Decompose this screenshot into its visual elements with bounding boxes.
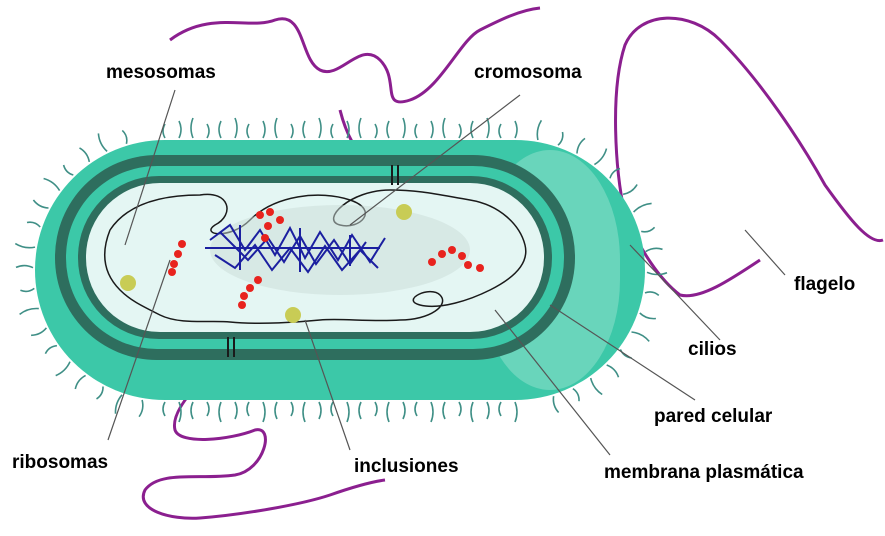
pilus xyxy=(620,349,631,358)
pilus xyxy=(319,118,321,138)
pilus xyxy=(623,185,637,195)
pilus xyxy=(471,121,473,138)
pilus xyxy=(191,402,193,419)
pilus xyxy=(98,133,107,151)
pilus xyxy=(179,121,181,138)
pilus xyxy=(632,332,650,341)
label-cilios: cilios xyxy=(688,339,737,360)
pilus xyxy=(163,402,165,416)
pilus xyxy=(16,266,33,268)
pilus xyxy=(499,124,501,138)
pilus xyxy=(207,402,209,416)
pilus xyxy=(97,387,104,399)
pilus xyxy=(641,227,654,232)
pilus xyxy=(20,288,34,291)
pilus xyxy=(235,402,237,419)
pilus xyxy=(415,402,417,416)
pilus xyxy=(499,402,501,416)
pilus xyxy=(275,402,277,419)
label-ribosomas: ribosomas xyxy=(12,452,108,473)
pilus xyxy=(303,402,305,422)
pilus xyxy=(219,121,221,138)
pilus xyxy=(33,200,48,208)
pilus xyxy=(387,121,389,138)
pilus xyxy=(359,118,361,138)
pilus xyxy=(31,328,46,335)
flagellum-right xyxy=(616,18,883,241)
pilus xyxy=(558,132,563,145)
pilus xyxy=(443,118,445,138)
pilus xyxy=(75,375,85,389)
pilus xyxy=(594,149,606,165)
pilus xyxy=(459,124,461,138)
flagellum-top xyxy=(170,8,540,102)
pilus xyxy=(431,402,433,422)
pilus xyxy=(20,308,39,314)
pilus xyxy=(415,124,417,138)
pilus xyxy=(115,395,122,414)
pilus xyxy=(515,121,517,138)
label-pared-celular: pared celular xyxy=(654,406,773,427)
pilus xyxy=(275,118,277,138)
pilus xyxy=(487,118,489,138)
pilus xyxy=(331,402,333,416)
pilus xyxy=(431,121,433,138)
pilus xyxy=(263,121,265,138)
label-flagelo: flagelo xyxy=(794,274,855,295)
pilus xyxy=(537,120,541,140)
pilus xyxy=(403,118,405,138)
pilus xyxy=(122,130,127,143)
pilus xyxy=(80,148,90,162)
pilus xyxy=(577,138,585,153)
pilus xyxy=(645,292,659,295)
pilus xyxy=(331,124,333,138)
pilus xyxy=(15,244,35,248)
pilus xyxy=(139,400,143,417)
label-cromosoma: cromosoma xyxy=(474,62,582,83)
pilus xyxy=(235,118,237,138)
pilus xyxy=(459,402,461,416)
pilus xyxy=(591,378,603,394)
flagellum-right-lower xyxy=(625,215,760,296)
pilus xyxy=(319,402,321,419)
pilus xyxy=(44,179,60,191)
pilus xyxy=(207,124,209,138)
pilus xyxy=(573,389,579,402)
pilus xyxy=(219,402,221,422)
pilus xyxy=(553,396,558,412)
pilus xyxy=(443,402,445,419)
pilus xyxy=(347,402,349,422)
pilus xyxy=(487,402,489,419)
pilus xyxy=(191,118,193,138)
pilus xyxy=(303,121,305,138)
pilus xyxy=(375,124,377,138)
pilus xyxy=(375,402,377,416)
pilus xyxy=(634,203,652,212)
pilus xyxy=(387,402,389,422)
pilus xyxy=(247,124,249,138)
label-mesosomas: mesosomas xyxy=(106,62,216,83)
pilus xyxy=(640,313,656,319)
pilus xyxy=(359,402,361,419)
pilus xyxy=(515,402,517,422)
pilus xyxy=(607,365,619,377)
pilus xyxy=(291,402,293,416)
pilus xyxy=(247,402,249,416)
pilus xyxy=(471,402,473,422)
label-membrana-plasmatica: membrana plasmática xyxy=(604,462,804,483)
pilus xyxy=(646,248,663,251)
pilus xyxy=(263,402,265,422)
pilus xyxy=(45,346,57,354)
pilus xyxy=(403,402,405,419)
pilus xyxy=(27,222,40,227)
pilus xyxy=(291,124,293,138)
pilus xyxy=(64,165,74,175)
pilus xyxy=(56,362,70,376)
label-inclusiones: inclusiones xyxy=(354,456,459,477)
